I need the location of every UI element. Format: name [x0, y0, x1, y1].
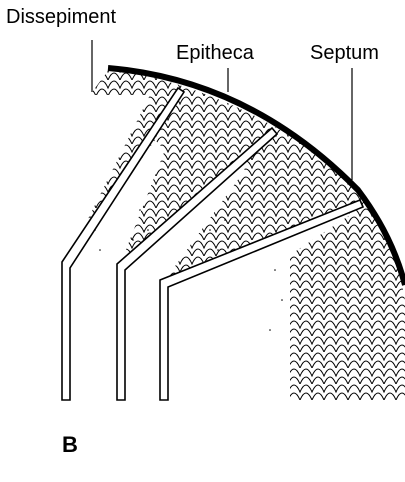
epitheca-label: Epitheca: [176, 42, 254, 65]
panel-letter: B: [62, 432, 78, 458]
dissepiment-label: Dissepiment: [6, 6, 116, 29]
septum-label: Septum: [310, 42, 379, 65]
